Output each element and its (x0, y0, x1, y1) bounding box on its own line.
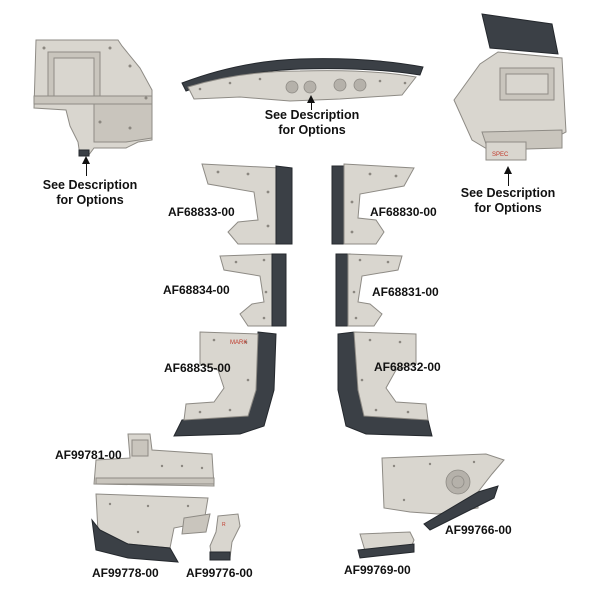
af68834-label: AF68834-00 (163, 283, 230, 297)
af68831-label: AF68831-00 (372, 285, 439, 299)
right-callout-line2: for Options (474, 201, 542, 215)
af99769-label: AF99769-00 (344, 563, 411, 577)
center-callout-line1: See Description (264, 108, 360, 122)
right-callout-line1: See Description (460, 186, 556, 200)
left-callout-line1: See Description (42, 178, 138, 192)
af68832-part-image (337, 331, 433, 437)
af68835-part-image: MARK (173, 331, 277, 437)
af99778-part-image (91, 493, 211, 563)
af99766-label: AF99766-00 (445, 523, 512, 537)
af99769-part-image (357, 531, 415, 559)
af99766-part-image (381, 453, 505, 531)
af68830-label: AF68830-00 (370, 205, 437, 219)
svg-text:R: R (222, 522, 226, 528)
af68832-label: AF68832-00 (374, 360, 441, 374)
top-right-panel-image: SPEC (453, 13, 567, 161)
af99781-part-image (93, 433, 215, 487)
center-description-callout: See Description for Options (252, 108, 372, 138)
af99776-label: AF99776-00 (186, 566, 253, 580)
left-description-callout: See Description for Options (30, 178, 150, 208)
af99781-label: AF99781-00 (55, 448, 122, 462)
svg-text:SPEC: SPEC (492, 152, 509, 158)
af68831-part-image (335, 253, 403, 327)
left-callout-line2: for Options (56, 193, 124, 207)
center-callout-line2: for Options (278, 123, 346, 137)
top-left-panel-image (33, 39, 153, 157)
left-callout-arrowhead (82, 156, 90, 164)
center-callout-arrowhead (307, 95, 315, 103)
svg-text:MARK: MARK (230, 340, 247, 346)
af99778-label: AF99778-00 (92, 566, 159, 580)
center-callout-arrow (311, 102, 312, 110)
af68834-part-image (219, 253, 287, 327)
af99776-part-image: R (209, 513, 241, 561)
af68835-label: AF68835-00 (164, 361, 231, 375)
af68833-label: AF68833-00 (168, 205, 235, 219)
af68830-part-image (331, 163, 415, 245)
right-callout-arrowhead (504, 166, 512, 174)
af68833-part-image (201, 163, 293, 245)
right-description-callout: See Description for Options (448, 186, 568, 216)
top-center-panel-image (181, 58, 424, 102)
right-callout-arrow (508, 172, 509, 186)
left-callout-arrow (86, 158, 87, 176)
